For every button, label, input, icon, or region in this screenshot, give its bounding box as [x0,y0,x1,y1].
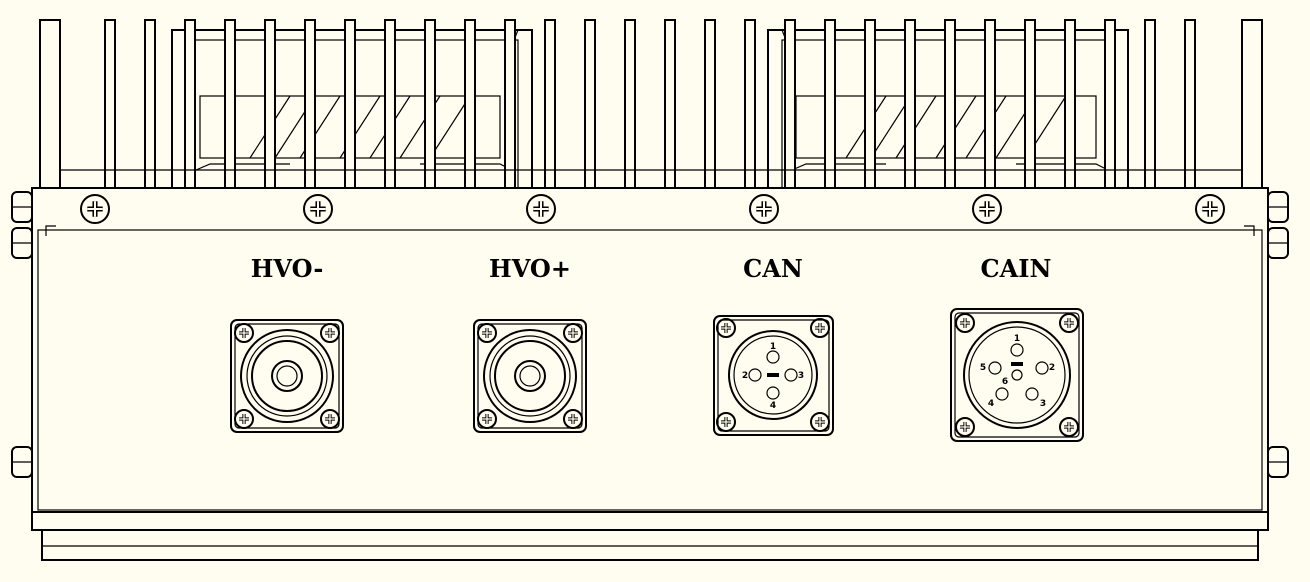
fin [424,19,436,189]
fin [264,19,276,189]
fin [504,19,516,189]
fin [144,19,156,189]
connector-screw [1059,417,1079,437]
panel-screws [80,194,1225,224]
panel-screw [1195,194,1225,224]
fin [1144,19,1156,189]
fin [384,19,396,189]
fin [104,19,116,189]
connector-screw [563,323,583,343]
panel-screw [526,194,556,224]
fin [1024,19,1036,189]
connector-screw [810,412,830,432]
label-cain: CAIN [981,254,1052,283]
fin [344,19,356,189]
can-pin-4: 4 [770,401,776,411]
connector-screw [955,313,975,333]
fin [1104,19,1116,189]
fin [784,19,796,189]
side-mounting-nuts [11,191,1289,478]
connector-cain: 1 2 3 4 5 6 [950,308,1084,442]
fin [224,19,236,189]
fin [1064,19,1076,189]
cain-pin-1: 1 [1014,334,1020,344]
fin [664,19,676,189]
label-can: CAN [743,254,803,283]
cain-pin-3: 3 [1040,399,1046,409]
side-nut [11,446,33,478]
fin [704,19,716,189]
can-pin-3: 3 [798,371,804,381]
left-end-post [39,19,61,189]
right-end-post [1241,19,1263,189]
connector-screw [1059,313,1079,333]
panel-screw [972,194,1002,224]
fin [184,19,196,189]
can-pin-2: 2 [742,371,748,381]
cain-pin-2: 2 [1049,363,1055,373]
label-hvo-plus: HVO+ [489,254,571,283]
cain-pin-4: 4 [988,399,994,409]
heatsink [39,19,1263,189]
connector-screw [477,409,497,429]
side-nut [1267,227,1289,259]
connector-screw [234,409,254,429]
can-pin-1: 1 [770,342,776,352]
connector-hvo-minus [230,319,344,433]
side-nut [1267,191,1289,223]
fin [984,19,996,189]
panel-screw [303,194,333,224]
panel-screw [749,194,779,224]
connector-screw [320,409,340,429]
fin [864,19,876,189]
side-nut [11,191,33,223]
panel-screw [80,194,110,224]
connector-screw [477,323,497,343]
connector-can: 1 2 3 4 [713,315,834,436]
connector-screw [234,323,254,343]
connector-screw [716,318,736,338]
connector-screw [716,412,736,432]
connector-screw [320,323,340,343]
fin [624,19,636,189]
connector-hvo-plus [473,319,587,433]
cain-pin-6: 6 [1002,377,1008,387]
side-nut [1267,446,1289,478]
fin [944,19,956,189]
fin [464,19,476,189]
fin [544,19,556,189]
fin [304,19,316,189]
fin [1184,19,1196,189]
heatsink-fins [60,19,1242,189]
fin [904,19,916,189]
label-hvo-minus: HVO- [251,254,324,283]
connector-screw [955,417,975,437]
connector-screw [563,409,583,429]
side-nut [11,227,33,259]
connector-screw [810,318,830,338]
fin [824,19,836,189]
cain-pin-5: 5 [980,363,986,373]
fin [744,19,756,189]
fin [584,19,596,189]
